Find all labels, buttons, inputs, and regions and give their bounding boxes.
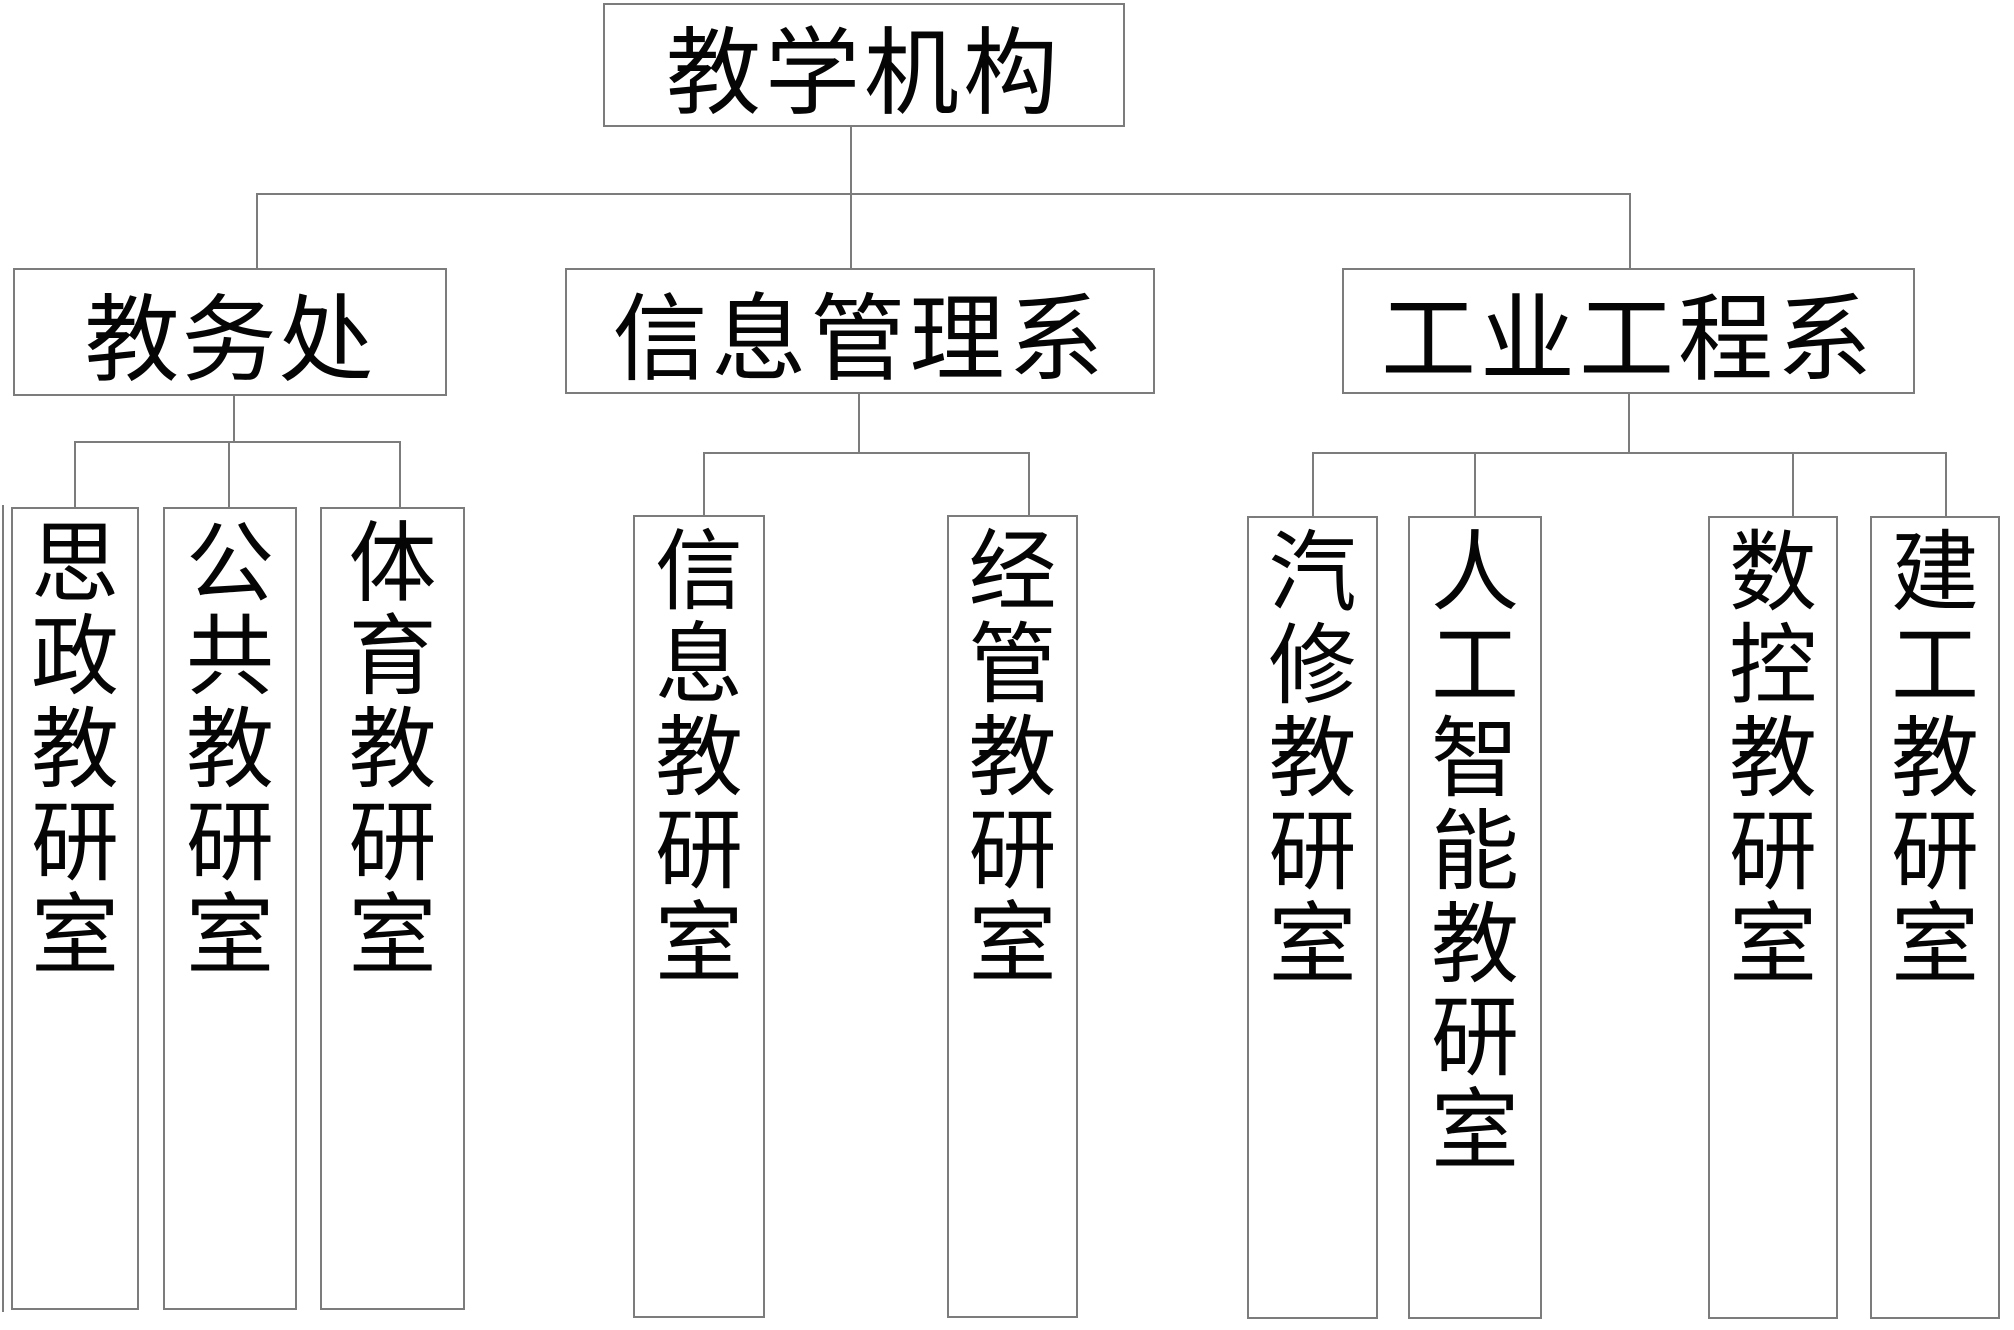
office-node-public-courses: 公 共 教 研 室 (163, 507, 297, 1310)
connector-line (703, 452, 1030, 454)
office-node-economics-management: 经 管 教 研 室 (947, 515, 1078, 1318)
connector-line (1028, 452, 1030, 515)
connector-line (256, 193, 1631, 195)
connector-line (1792, 452, 1794, 516)
connector-line (1312, 452, 1947, 454)
office-node-auto-repair: 汽 修 教 研 室 (1247, 516, 1378, 1319)
connector-line (399, 441, 401, 507)
office-node-ideological-political: 思 政 教 研 室 (11, 507, 139, 1310)
office-node-information: 信 息 教 研 室 (633, 515, 765, 1318)
connector-line (850, 127, 852, 193)
dept-node-academic-affairs: 教务处 (13, 268, 447, 396)
root-node-teaching-organization: 教学机构 (603, 3, 1125, 127)
connector-line (228, 441, 230, 507)
connector-line (74, 441, 401, 443)
connector-line (1312, 452, 1314, 516)
clipped-edge-line (2, 505, 4, 1312)
office-node-artificial-intelligence: 人 工 智 能 教 研 室 (1408, 516, 1542, 1319)
connector-line (850, 193, 852, 268)
connector-line (1474, 452, 1476, 516)
connector-line (1945, 452, 1947, 516)
office-node-physical-education: 体 育 教 研 室 (320, 507, 465, 1310)
office-node-construction-engineering: 建 工 教 研 室 (1870, 516, 2000, 1319)
dept-node-industrial-engineering: 工业工程系 (1342, 268, 1915, 394)
connector-line (1629, 193, 1631, 268)
connector-line (74, 441, 76, 507)
connector-line (858, 394, 860, 452)
connector-line (256, 193, 258, 268)
office-node-cnc: 数 控 教 研 室 (1708, 516, 1838, 1319)
connector-line (1628, 394, 1630, 452)
connector-line (703, 452, 705, 515)
dept-node-information-management: 信息管理系 (565, 268, 1155, 394)
connector-line (233, 396, 235, 441)
